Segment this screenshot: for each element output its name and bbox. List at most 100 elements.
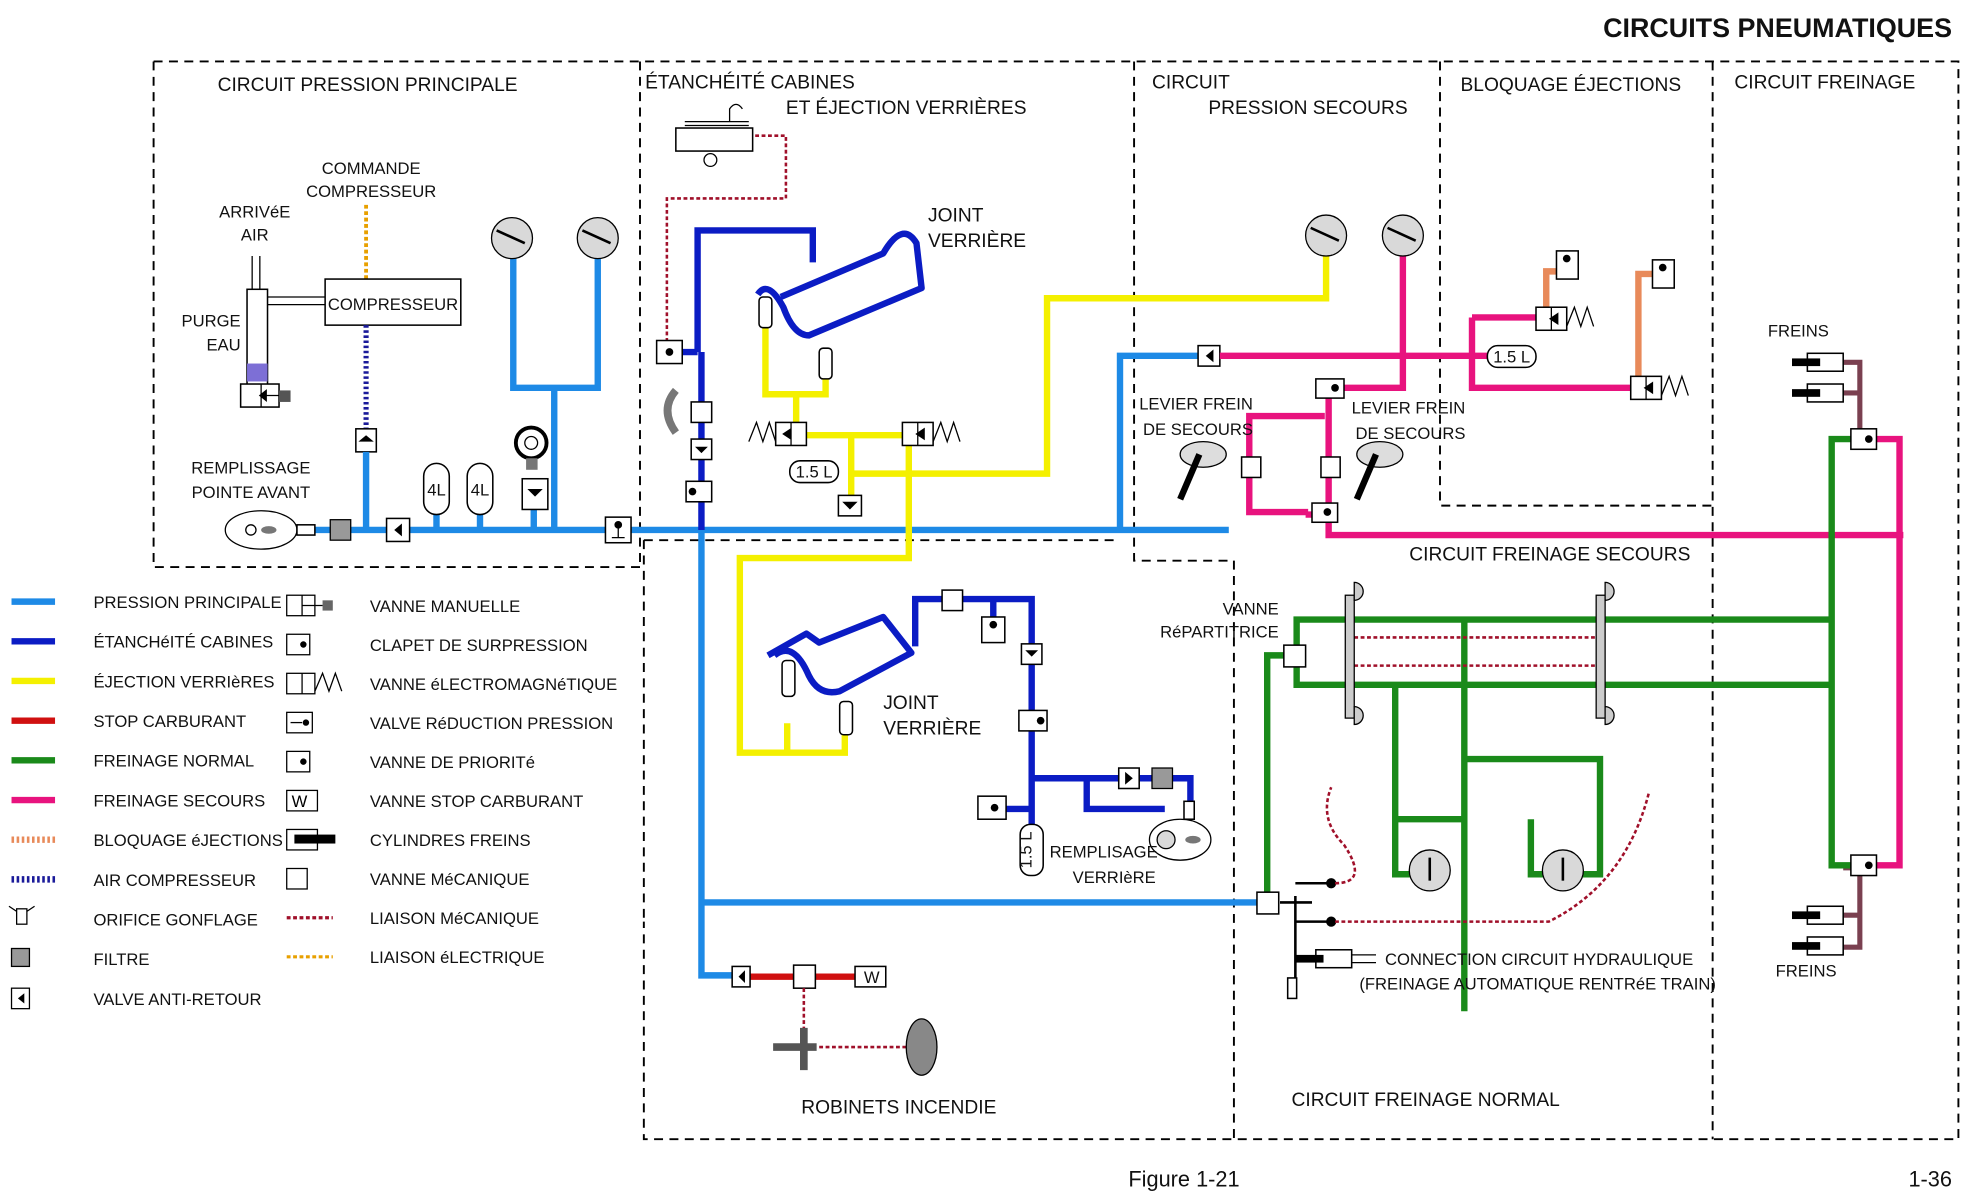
- remplisage-label: REMPLISAGE: [1050, 843, 1158, 862]
- solenoid-valve-icon[interactable]: [1629, 374, 1689, 401]
- pressure-reducer-icon[interactable]: [1315, 378, 1345, 399]
- label-eau: EAU: [206, 336, 240, 355]
- mechanical-valve-icon[interactable]: [1320, 456, 1341, 479]
- check-valve-icon[interactable]: [1197, 344, 1221, 367]
- section-title-bloquage: BLOQUAGE ÉJECTIONS: [1460, 75, 1681, 96]
- manual-valve-icon[interactable]: [239, 383, 291, 408]
- fuel-stop-valve-icon: W: [286, 789, 319, 812]
- fuel-stop-valve-icon[interactable]: W: [854, 965, 887, 988]
- pressure-gauge-icon: [490, 216, 534, 260]
- joint-label: JOINT: [928, 205, 984, 226]
- check-valve-icon[interactable]: [690, 438, 713, 461]
- legend-label: ORIFICE GONFLAGE: [93, 910, 257, 929]
- emergency-brake-lever[interactable]: [1353, 440, 1404, 501]
- mechanical-valve-icon[interactable]: [1256, 891, 1280, 915]
- fire-handle[interactable]: [773, 1027, 817, 1071]
- ejection-lock-circuit: 1.5 L: [1486, 250, 1689, 401]
- levier-label: LEVIER FREIN: [1352, 398, 1466, 417]
- manual-valve-icon: [286, 594, 333, 617]
- section-title-freinage-secours: CIRCUIT FREINAGE SECOURS: [1409, 545, 1690, 566]
- solenoid-valve-icon[interactable]: [748, 420, 808, 447]
- compressor[interactable]: [324, 278, 462, 326]
- nose-fill-port[interactable]: [224, 510, 316, 550]
- brake-cylinder-icon: [286, 828, 336, 851]
- priority-valve-icon[interactable]: [1311, 502, 1339, 524]
- check-valve-icon[interactable]: [385, 517, 411, 543]
- fire-handle-knob[interactable]: [905, 1018, 938, 1076]
- tank-15l: 1.5 L: [1486, 344, 1537, 369]
- legend-item: CLAPET DE SURPRESSION: [286, 633, 588, 656]
- gauge-lines: [510, 256, 601, 530]
- priority-valve-icon[interactable]: [1850, 428, 1878, 451]
- pivot: [1326, 916, 1337, 927]
- check-valve-icon[interactable]: [1020, 643, 1043, 666]
- pressure-reducer-icon: [286, 711, 313, 734]
- freins-label: FREINS: [1776, 962, 1837, 981]
- tank-4l-2: 4L: [466, 462, 494, 516]
- tank-15l-vertical: 1.5 L: [1017, 823, 1044, 877]
- reducing-valve[interactable]: [513, 425, 549, 511]
- legend-label: FREINAGE SECOURS: [93, 791, 265, 810]
- check-valve-icon[interactable]: [731, 965, 751, 988]
- mechanical-link: [1325, 786, 1357, 885]
- cabin-seal-circuit: JOINT VERRIÈRE 1.5 L JOINT VERRIÈRE 1.5 …: [655, 103, 1330, 887]
- section-title-ejection: ET ÉJECTION VERRIÈRES: [786, 98, 1027, 119]
- solenoid-valve-icon[interactable]: [1535, 305, 1595, 332]
- brake-cylinder-lines: [1843, 359, 1863, 950]
- emergency-brake-lever[interactable]: [1177, 440, 1227, 501]
- check-valve-icon[interactable]: [1117, 767, 1140, 790]
- levier-label: LEVIER FREIN: [1139, 395, 1253, 414]
- check-arrow-icon: [358, 435, 374, 442]
- canopy-fill-port[interactable]: [1148, 800, 1212, 861]
- brake-cylinder-icon[interactable]: [1792, 383, 1844, 403]
- mechanical-valve-icon[interactable]: [792, 964, 817, 989]
- pressure-reducer-icon[interactable]: [1018, 709, 1048, 732]
- relief-valve-icon[interactable]: [1651, 259, 1676, 289]
- brake-cylinder-icon[interactable]: [1792, 936, 1844, 956]
- legend-label: VANNE MéCANIQUE: [370, 870, 530, 889]
- relief-valve-icon[interactable]: [1555, 250, 1580, 280]
- pressure-reducer-icon[interactable]: [685, 480, 713, 503]
- label-remplissage: REMPLISSAGE: [191, 459, 310, 478]
- ejection-cylinder: [781, 659, 796, 698]
- mechanical-valve-icon[interactable]: [1240, 456, 1262, 479]
- distributor-valve[interactable]: [1283, 644, 1307, 668]
- legend-label: FREINAGE NORMAL: [93, 752, 254, 771]
- brake-pedal-bar[interactable]: [1595, 581, 1615, 726]
- brake-cylinder-icon[interactable]: [1792, 905, 1844, 925]
- legend-label: VANNE éLECTROMAGNéTIQUE: [370, 675, 617, 694]
- mechanical-link: [1335, 793, 1650, 923]
- legend-label: STOP CARBURANT: [93, 712, 246, 731]
- relief-valve-icon[interactable]: [980, 616, 1006, 644]
- pressure-gauge-icon: [1541, 849, 1584, 892]
- brake-pedal-bar[interactable]: [1344, 581, 1364, 726]
- mechanical-valve-icon[interactable]: [690, 401, 713, 424]
- relief-valve-icon[interactable]: [977, 795, 1007, 820]
- mechanical-valve-icon[interactable]: [941, 589, 964, 612]
- relief-valve-icon[interactable]: [604, 516, 632, 544]
- legend-item: STOP CARBURANT: [11, 712, 246, 731]
- canopy-seal-rear: [766, 613, 915, 696]
- brake-cylinder-icon[interactable]: [1295, 949, 1376, 969]
- label-purge: PURGE: [182, 311, 241, 330]
- filter-icon: [10, 947, 31, 968]
- check-valve-icon[interactable]: [837, 494, 863, 517]
- legend-item: VALVE RéDUCTION PRESSION: [286, 711, 613, 734]
- fire-valves: W: [731, 964, 938, 1076]
- pressure-gauge-icon: [1304, 214, 1348, 257]
- brake-cylinder-icon[interactable]: [1792, 352, 1844, 372]
- label-compresseur-cmd: COMPRESSEUR: [306, 182, 436, 201]
- ejection-cylinder: [818, 347, 833, 380]
- legend-label: LIAISON MéCANIQUE: [370, 909, 539, 928]
- normal-brake-circuit: VANNE RéPARTITRICE CONNECTION CIRCUIT HY…: [1160, 581, 1832, 1012]
- relief-valve-icon[interactable]: [655, 339, 684, 365]
- pressure-gauge-icon: [1381, 214, 1424, 257]
- tank-15l: 1.5 L: [788, 460, 840, 484]
- legend-label: BLOQUAGE éJECTIONS: [93, 831, 282, 850]
- priority-valve-icon[interactable]: [1850, 854, 1878, 877]
- legend-item: ORIFICE GONFLAGE: [8, 905, 258, 929]
- legend-item: PRESSION PRINCIPALE: [11, 593, 282, 612]
- solenoid-valve-icon[interactable]: [901, 420, 961, 447]
- verriere-label: VERRIÈRE: [928, 231, 1026, 252]
